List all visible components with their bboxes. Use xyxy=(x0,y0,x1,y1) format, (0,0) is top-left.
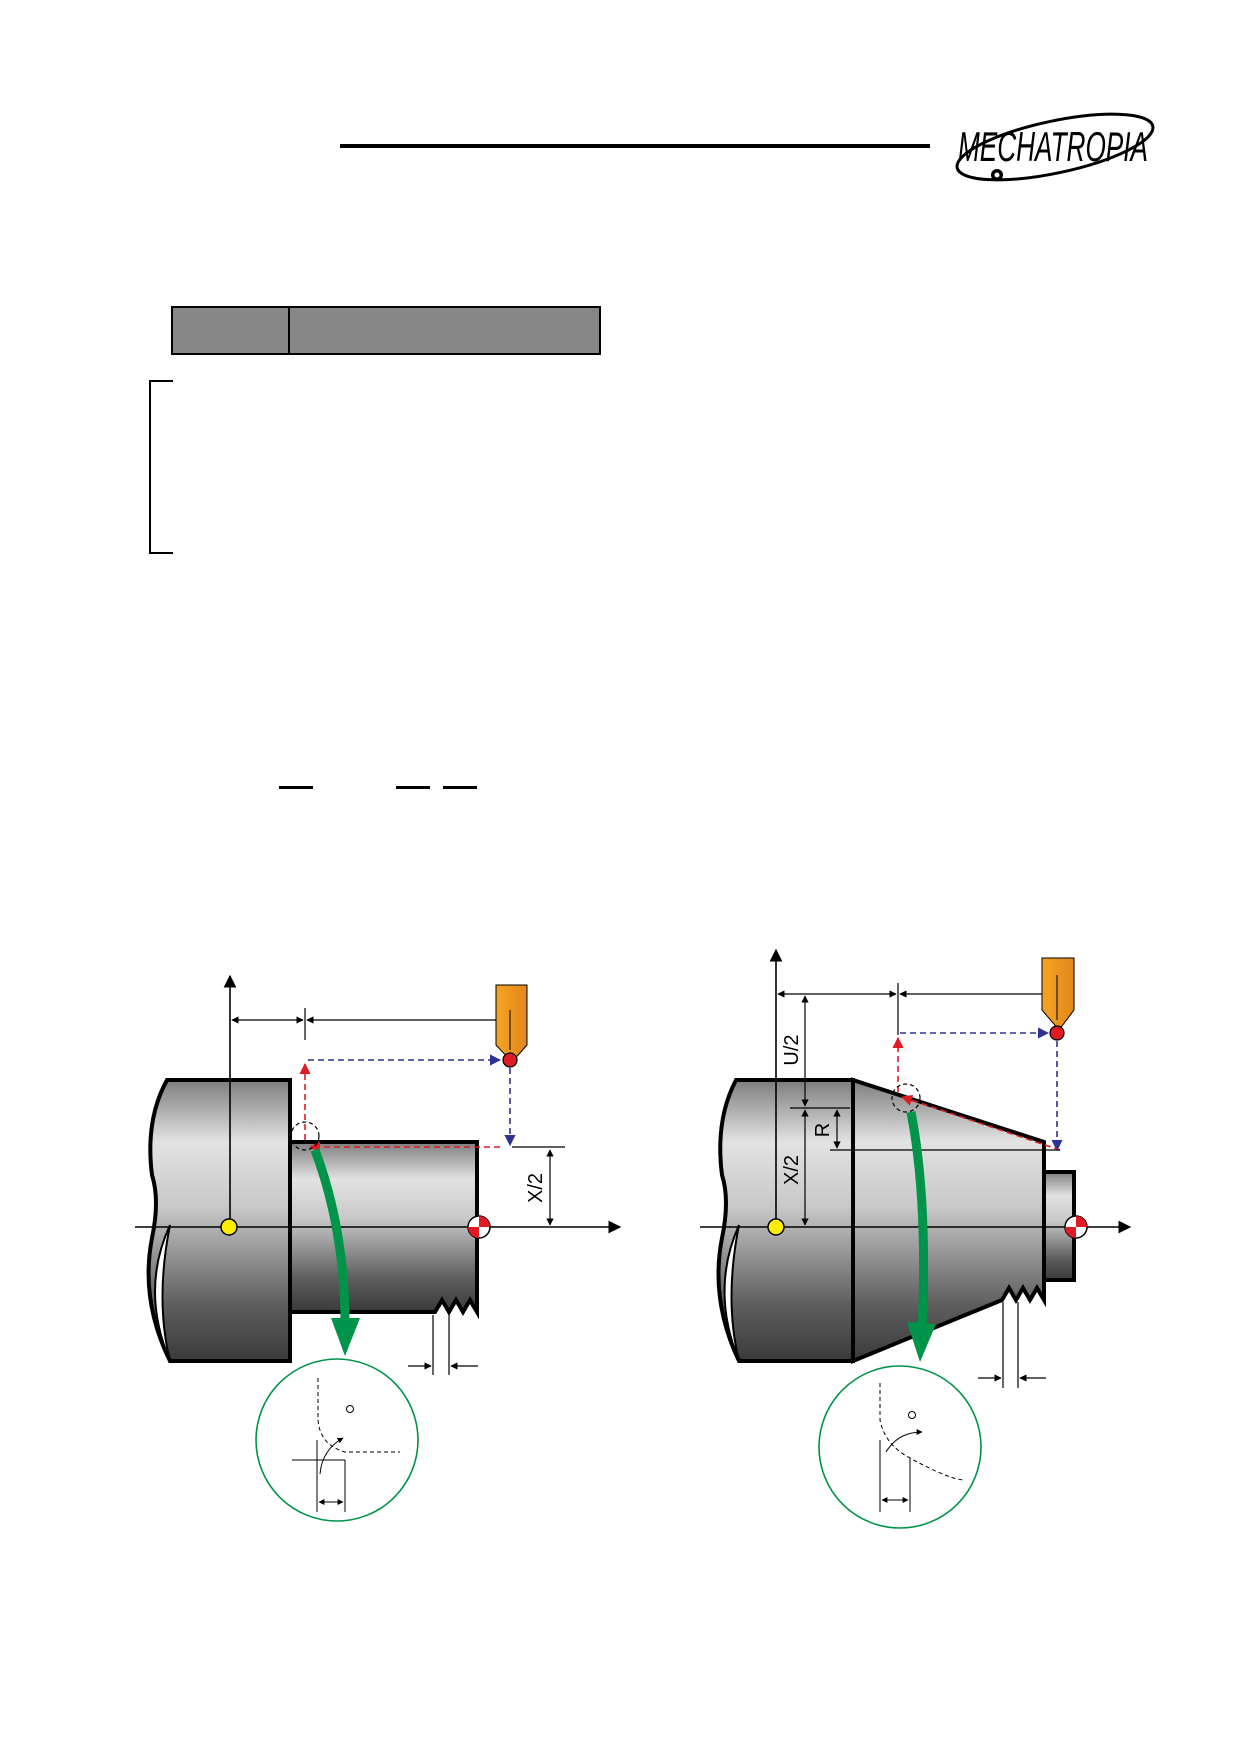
machine-origin-marker xyxy=(220,1218,238,1236)
detail-view-left xyxy=(255,1358,419,1522)
machine-origin-marker xyxy=(767,1218,785,1236)
detail-pointer-arrow xyxy=(310,1148,350,1326)
workpiece-break xyxy=(154,1224,171,1362)
detail-marker xyxy=(891,1083,921,1113)
work-zero-marker xyxy=(467,1215,491,1239)
detail-marker xyxy=(290,1121,320,1151)
fraction-bar xyxy=(279,786,313,789)
table-header-bar xyxy=(171,306,601,355)
workpiece-taper-section xyxy=(851,1077,1046,1364)
left-figure: X/2 xyxy=(135,974,622,1522)
label-r: R xyxy=(812,1123,834,1137)
right-figure: U/2 R X/2 xyxy=(700,948,1132,1529)
detail-pointer-arrow xyxy=(906,1111,929,1331)
code-block-bracket xyxy=(149,380,173,554)
header-rule xyxy=(340,144,930,148)
cutting-tool xyxy=(1041,957,1075,1031)
logo-text: MECHATROPIA xyxy=(958,123,1148,170)
work-zero-marker xyxy=(1064,1215,1088,1239)
tool-tip-point xyxy=(1049,1025,1065,1041)
label-x-half: X/2 xyxy=(781,1155,803,1185)
label-x-half: X/2 xyxy=(525,1173,547,1203)
detail-view-right xyxy=(818,1365,982,1529)
table-divider xyxy=(288,308,290,353)
mechatropia-logo: MECHATROPIA xyxy=(955,112,1155,182)
label-u-half: U/2 xyxy=(781,1034,803,1065)
fraction-bar xyxy=(443,786,477,789)
fraction-bar xyxy=(396,786,430,789)
cutting-tool xyxy=(495,984,528,1063)
cut-path-taper xyxy=(900,1094,1061,1151)
tool-tip-point xyxy=(502,1052,518,1068)
workpiece-large-section xyxy=(146,1078,292,1363)
workpiece-break xyxy=(723,1224,740,1362)
workpiece-large-section xyxy=(716,1078,855,1363)
